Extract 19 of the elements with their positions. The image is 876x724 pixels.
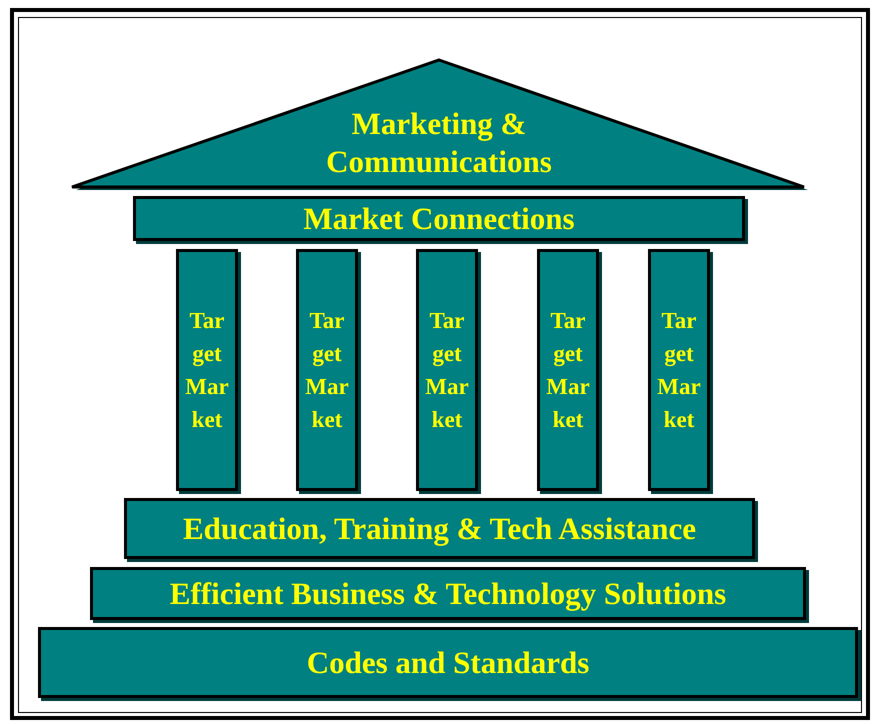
pillar-label: Target Market xyxy=(304,307,350,434)
pillar-column xyxy=(176,249,238,491)
beam-bar xyxy=(124,498,755,559)
pillar-label: Codes and Standards xyxy=(306,644,590,680)
pillar-label: Target Market xyxy=(545,307,591,434)
pillar-label: Target Market xyxy=(424,307,470,434)
pillar-label: Efficient Business & Technology Solutions xyxy=(170,576,726,612)
pillar-label: Market Connections xyxy=(303,200,575,236)
pillar-column xyxy=(416,249,478,491)
pillar-column xyxy=(537,249,599,491)
beam-bar xyxy=(90,567,806,620)
pillar-label: Marketing & Communications xyxy=(325,105,553,181)
pillar-label: Target Market xyxy=(184,307,230,434)
beam-bar xyxy=(133,196,745,241)
pillar-column xyxy=(296,249,358,491)
pillar-label: Education, Training & Tech Assistance xyxy=(182,510,696,546)
beam-bar xyxy=(38,627,858,698)
pillar-column xyxy=(648,249,710,491)
pillar-label: Target Market xyxy=(656,307,702,434)
